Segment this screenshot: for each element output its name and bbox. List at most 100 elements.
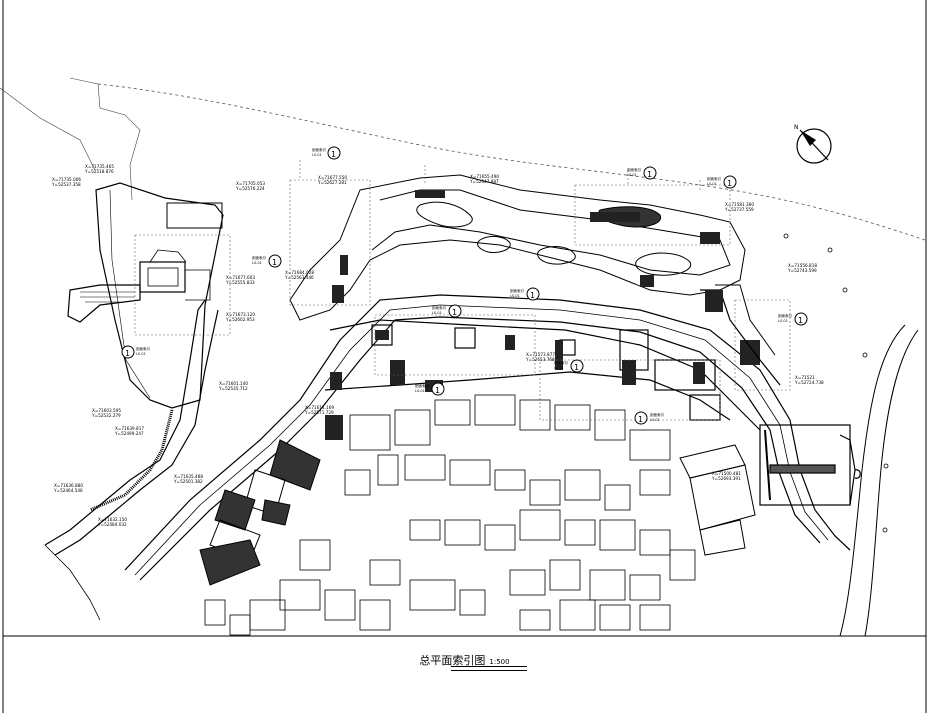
drawing-title-text: 总平面索引图 (419, 654, 486, 667)
svg-text:X=71684.028: X=71684.028 (285, 270, 314, 275)
svg-text:X=71601.140: X=71601.140 (219, 381, 248, 386)
svg-text:剖面索引: 剖面索引 (627, 167, 641, 172)
svg-text:LS-01: LS-01 (650, 418, 660, 422)
index-marker[interactable]: 1 (570, 359, 584, 373)
svg-text:LS-01: LS-01 (252, 261, 262, 265)
index-marker[interactable]: 1 (327, 146, 341, 160)
svg-text:Y=52501.382: Y=52501.382 (173, 479, 203, 484)
svg-text:1: 1 (331, 150, 336, 159)
svg-text:1: 1 (435, 386, 440, 395)
svg-text:Y=52576.224: Y=52576.224 (235, 186, 265, 191)
svg-text:Y=52537.358: Y=52537.358 (51, 182, 81, 187)
west-walkway (44, 299, 206, 546)
svg-text:剖面索引: 剖面索引 (778, 313, 792, 318)
svg-text:1: 1 (638, 415, 643, 424)
svg-text:LS-01: LS-01 (510, 294, 520, 298)
index-marker-group: 1 1 1 1 1 1 1 1 1 1 1 (121, 146, 808, 425)
index-marker[interactable]: 1 (448, 304, 462, 318)
svg-text:LS-01: LS-01 (432, 311, 442, 315)
svg-text:剖面索引: 剖面索引 (252, 255, 266, 260)
index-marker[interactable]: 1 (431, 382, 445, 396)
svg-text:X=71636.880: X=71636.880 (54, 483, 83, 488)
svg-text:剖面索引: 剖面索引 (312, 147, 326, 152)
svg-text:X=71573.877: X=71573.877 (526, 352, 555, 357)
svg-text:LS-01: LS-01 (312, 153, 322, 157)
svg-text:Y=52535.712: Y=52535.712 (218, 386, 248, 391)
svg-text:Y=52693.391: Y=52693.391 (711, 476, 741, 481)
svg-text:1: 1 (452, 308, 457, 317)
svg-text:Y=52464.546: Y=52464.546 (53, 488, 83, 493)
svg-text:LS-01: LS-01 (136, 352, 146, 356)
svg-text:1: 1 (647, 170, 652, 179)
svg-text:剖面索引: 剖面索引 (510, 288, 524, 293)
site-boundary-dashed (97, 83, 926, 241)
svg-text:Y=52743.599: Y=52743.599 (787, 268, 817, 273)
garden-hatching (332, 190, 723, 312)
main-road (124, 294, 851, 581)
svg-text:Y=52563.446: Y=52563.446 (284, 275, 314, 280)
west-pavilion (67, 249, 211, 323)
svg-text:X=71705.053: X=71705.053 (236, 181, 265, 186)
svg-text:X=71500.481: X=71500.481 (712, 471, 741, 476)
svg-text:LS-01: LS-01 (554, 366, 564, 370)
index-marker[interactable]: 1 (723, 175, 737, 189)
hatched-blocks (325, 330, 760, 440)
town-blocks (204, 394, 696, 636)
svg-text:X=71635.488: X=71635.488 (174, 474, 203, 479)
svg-text:Y=52484.032: Y=52484.032 (97, 522, 127, 527)
svg-text:Y=52737.559: Y=52737.559 (724, 207, 754, 212)
svg-text:X=71614.169: X=71614.169 (305, 405, 334, 410)
svg-text:LS-01: LS-01 (778, 319, 788, 323)
svg-text:Y=52555.833: Y=52555.833 (225, 280, 255, 285)
svg-text:X=71673.120: X=71673.120 (226, 312, 255, 317)
tree-markers (783, 233, 889, 533)
svg-text:X=71521: X=71521 (795, 375, 815, 380)
svg-text:剖面索引: 剖面索引 (650, 412, 664, 417)
svg-text:X=71735.465: X=71735.465 (85, 164, 114, 169)
svg-text:剖面索引: 剖面索引 (415, 383, 429, 388)
index-marker[interactable]: 1 (634, 411, 648, 425)
svg-text:Y=52653.768: Y=52653.768 (525, 357, 555, 362)
east-plaza (759, 324, 919, 637)
svg-text:LS-01: LS-01 (415, 389, 425, 393)
svg-text:Y=52499.247: Y=52499.247 (114, 431, 144, 436)
index-marker[interactable]: 1 (268, 254, 282, 268)
svg-text:Y=52602.953: Y=52602.953 (225, 317, 255, 322)
svg-text:Y=52518.876: Y=52518.876 (84, 169, 114, 174)
svg-text:剖面索引: 剖面索引 (554, 360, 568, 365)
svg-text:1: 1 (125, 349, 130, 358)
svg-text:X=71639.817: X=71639.817 (115, 426, 144, 431)
svg-text:Y=52627.281: Y=52627.281 (317, 180, 347, 185)
svg-text:1: 1 (574, 363, 579, 372)
southwest-pavilions (199, 439, 321, 586)
svg-text:1: 1 (727, 179, 732, 188)
svg-text:剖面索引: 剖面索引 (136, 346, 150, 351)
drawing-scale: 1:500 (489, 658, 510, 666)
index-marker[interactable]: 1 (121, 345, 135, 359)
svg-text:X=71556.818: X=71556.818 (788, 263, 817, 268)
title-underline (451, 666, 527, 671)
svg-text:X=71735.006: X=71735.006 (52, 177, 81, 182)
svg-text:X=71655.490: X=71655.490 (470, 174, 499, 179)
svg-text:剖面索引: 剖面索引 (432, 305, 446, 310)
north-arrow-icon: N (794, 124, 832, 164)
svg-text:LS-01: LS-01 (627, 173, 637, 177)
svg-text:X=71632.150: X=71632.150 (98, 517, 127, 522)
svg-text:剖面索引: 剖面索引 (707, 176, 721, 181)
svg-text:Y=52647.887: Y=52647.887 (469, 179, 499, 184)
svg-text:1: 1 (798, 316, 803, 325)
svg-text:Y=52532.279: Y=52532.279 (91, 413, 121, 418)
east-building (679, 444, 756, 556)
svg-text:1: 1 (272, 258, 277, 267)
svg-text:X=71581.360: X=71581.360 (725, 202, 754, 207)
index-marker[interactable]: 1 (526, 287, 540, 301)
svg-text:LS-01: LS-01 (707, 182, 717, 186)
index-marker[interactable]: 1 (643, 166, 657, 180)
svg-text:Y=52724.738: Y=52724.738 (794, 380, 824, 385)
north-label: N (794, 124, 799, 131)
index-marker[interactable]: 1 (794, 312, 808, 326)
svg-text:X=71603.595: X=71603.595 (92, 408, 121, 413)
svg-text:Y=52571.729: Y=52571.729 (304, 410, 334, 415)
